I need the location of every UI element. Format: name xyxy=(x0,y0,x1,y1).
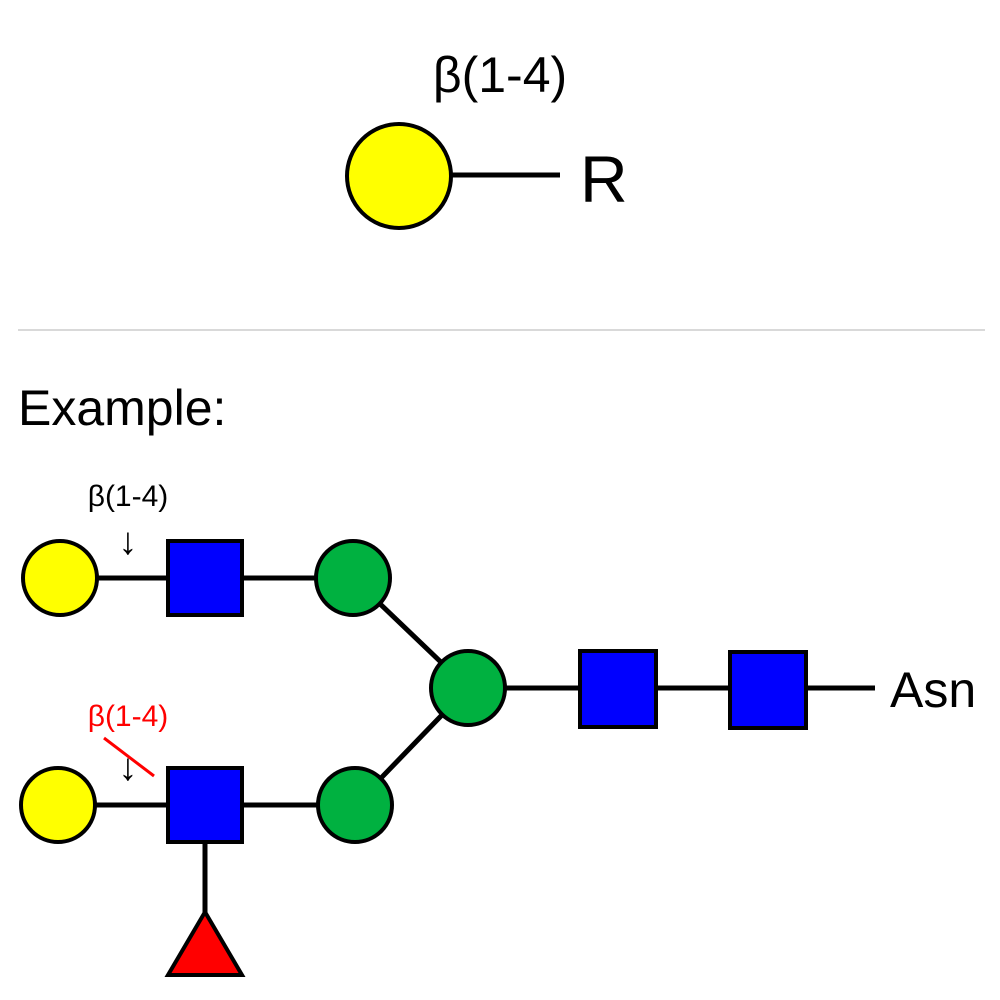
mannose-icon xyxy=(316,766,394,844)
fucose-icon xyxy=(164,908,246,977)
galactose-icon xyxy=(19,766,97,844)
r-terminal-label: R xyxy=(580,142,628,216)
glycan-bonds xyxy=(58,575,875,950)
glcnac-icon xyxy=(166,539,244,617)
glcnac-icon xyxy=(728,650,808,730)
linkage-label-allowed: β(1-4) xyxy=(88,480,169,513)
glcnac-icon xyxy=(166,766,244,844)
galactose-icon xyxy=(21,539,99,617)
mannose-icon xyxy=(429,649,507,727)
asn-root-label: Asn xyxy=(890,662,976,718)
linkage-arrow-allowed-icon: ↓ xyxy=(119,521,138,563)
blocked-strike-icon xyxy=(103,736,155,778)
linkage-label-blocked: β(1-4) xyxy=(88,700,169,733)
galactose-icon xyxy=(345,122,453,230)
example-heading: Example: xyxy=(18,380,226,436)
glcnac-icon xyxy=(578,649,658,729)
linkage-label-top: β(1-4) xyxy=(433,47,567,103)
mannose-icon xyxy=(314,539,392,617)
linkage-arrow-blocked-icon: ↓ xyxy=(119,747,138,789)
